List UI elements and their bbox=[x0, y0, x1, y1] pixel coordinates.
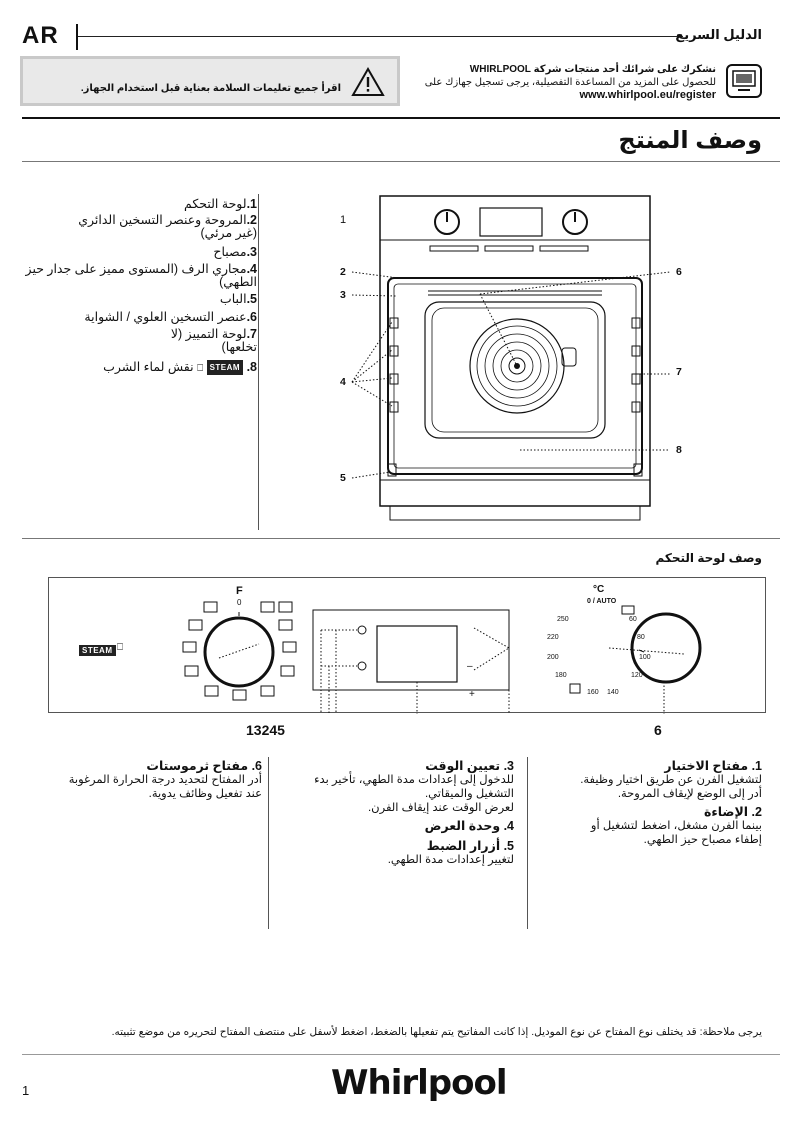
part-item-8: 8. STEAM ⎕ نقش لماء الشرب bbox=[103, 359, 257, 375]
callout-6: 6 bbox=[676, 266, 682, 278]
heading-thermostat-knob: 6. مفتاح ثرموستات bbox=[146, 759, 262, 773]
temp-250: 250 bbox=[557, 616, 569, 623]
temp-200: 200 bbox=[547, 654, 559, 661]
safety-notice-box: اقرأ جميع تعليمات السلامة بعناية قبل است… bbox=[20, 56, 400, 106]
water-drop-icon: ⎕ bbox=[117, 642, 123, 653]
part-item-2: 2.المروحة وعنصر التسخين الدائري (غير مرئ… bbox=[78, 213, 257, 240]
right-knob-zero: 0 / AUTO bbox=[587, 598, 617, 605]
desc-text: لعرض الوقت عند إيقاف الفرن. bbox=[367, 802, 514, 814]
heading-time-setting: 3. تعيين الوقت bbox=[425, 759, 514, 773]
part-item-1: 1.لوحة التحكم bbox=[184, 197, 257, 211]
callout-7: 7 bbox=[676, 366, 682, 378]
part-item-7: 7.لوحة التمييز (لا تخلعها) bbox=[170, 327, 257, 354]
desc-text: لتغيير إعدادات مدة الطهي. bbox=[387, 854, 514, 866]
temp-180: 180 bbox=[555, 672, 567, 679]
control-panel-title: وصف لوحة التحكم bbox=[655, 551, 762, 565]
temp-100: 100 bbox=[639, 654, 651, 661]
temp-140: 140 bbox=[607, 689, 619, 696]
desc-text: لتشغيل الفرن عن طريق اختيار وظيفة. bbox=[580, 774, 762, 786]
language-code: AR bbox=[22, 22, 59, 49]
callout-5: 5 bbox=[340, 472, 346, 484]
temp-60: 60 bbox=[629, 616, 637, 623]
water-drop-icon: ⎕ bbox=[197, 362, 204, 374]
part-item-5: 5.الباب bbox=[219, 292, 257, 306]
desc-column-right: 1. مفتاح الاختيار لتشغيل الفرن عن طريق ا… bbox=[540, 757, 762, 847]
temp-80: 80 bbox=[637, 634, 645, 641]
footer-rule bbox=[22, 1054, 780, 1055]
help-line: للحصول على المزيد من المساعدة التفصيلية،… bbox=[424, 77, 716, 88]
temp-160: 160 bbox=[587, 689, 599, 696]
steam-badge: STEAM bbox=[206, 360, 244, 375]
callout-4: 4 bbox=[340, 376, 346, 388]
part-item-6: 6.عنصر التسخين العلوي / الشواية bbox=[84, 310, 257, 324]
desc-text: بينما الفرن مشغل، اضغط لتشغيل أو bbox=[590, 820, 762, 832]
panel-callout-right: 6 bbox=[654, 722, 662, 738]
control-panel-drawing bbox=[182, 601, 702, 714]
temp-220: 220 bbox=[547, 634, 559, 641]
section-rule bbox=[22, 117, 780, 119]
left-knob-label: F bbox=[236, 585, 243, 597]
part-item-4: 4.مجاري الرف (المستوى مميز على جدار حيز … bbox=[25, 262, 257, 289]
product-description-title: وصف المنتج bbox=[618, 127, 762, 154]
whirlpool-logo: Whirlpool bbox=[331, 1063, 507, 1103]
desc-text: إطفاء مصباح حيز الطهي. bbox=[643, 834, 762, 846]
registration-block: نشكرك على شرائك أحد منتجات شركة WHIRLPOO… bbox=[386, 63, 716, 102]
callout-8: 8 bbox=[676, 444, 682, 456]
desc-column-left: 6. مفتاح ثرموستات أدر المفتاح لتحديد درج… bbox=[40, 757, 262, 801]
page-number: 1 bbox=[22, 1083, 30, 1098]
header-rule bbox=[78, 36, 683, 37]
heading-display: 4. وحدة العرض bbox=[424, 819, 514, 833]
heading-adjust-buttons: 5. أزرار الضبط bbox=[426, 839, 514, 853]
temp-120: 120 bbox=[631, 672, 643, 679]
knob-note: يرجى ملاحظة: قد يختلف نوع المفتاح عن نوع… bbox=[111, 1026, 762, 1038]
callout-1: 1 bbox=[340, 214, 347, 226]
warning-triangle-icon bbox=[351, 67, 385, 96]
header-divider-vertical bbox=[76, 24, 78, 50]
thanks-line: نشكرك على شرائك أحد منتجات شركة WHIRLPOO… bbox=[469, 64, 716, 75]
callout-3: 3 bbox=[340, 289, 346, 301]
desc-text: عند تفعيل وظائف يدوية. bbox=[148, 788, 262, 800]
guide-title: الدليل السريع bbox=[675, 27, 762, 42]
desc-text: التشغيل والميقاتي. bbox=[424, 788, 514, 800]
desc-text: أدر المفتاح لتحديد درجة الحرارة المرغوبة bbox=[68, 774, 262, 786]
computer-monitor-icon bbox=[726, 64, 762, 98]
steam-badge: STEAM bbox=[79, 645, 116, 656]
plus-label: + bbox=[469, 689, 475, 700]
desc-text: أدر إلى الوضع لإيقاف المروحة. bbox=[617, 788, 762, 800]
minus-label: – bbox=[467, 661, 473, 672]
safety-notice-text: اقرأ جميع تعليمات السلامة بعناية قبل است… bbox=[80, 83, 341, 94]
section-rule bbox=[22, 161, 780, 162]
column-divider bbox=[527, 757, 528, 929]
part-item-3: 3.مصباح bbox=[213, 245, 257, 259]
panel-callout-left: 13245 bbox=[246, 722, 285, 738]
column-divider bbox=[268, 757, 269, 929]
right-knob-unit: °C bbox=[593, 584, 605, 595]
desc-text: للدخول إلى إعدادات مدة الطهي، تأخير بدء bbox=[314, 774, 514, 786]
heading-selection-knob: 1. مفتاح الاختيار bbox=[664, 759, 762, 773]
desc-column-middle: 3. تعيين الوقت للدخول إلى إعدادات مدة ال… bbox=[282, 757, 514, 867]
parts-divider bbox=[258, 194, 259, 530]
callout-2: 2 bbox=[340, 266, 346, 278]
register-url: www.whirlpool.eu/register bbox=[579, 89, 716, 101]
control-panel: STEAM ⎕ bbox=[48, 577, 766, 714]
oven-diagram bbox=[351, 195, 671, 521]
section-rule bbox=[22, 538, 780, 539]
left-knob-zero: 0 bbox=[237, 598, 242, 607]
heading-light: 2. الإضاءة bbox=[703, 805, 762, 819]
